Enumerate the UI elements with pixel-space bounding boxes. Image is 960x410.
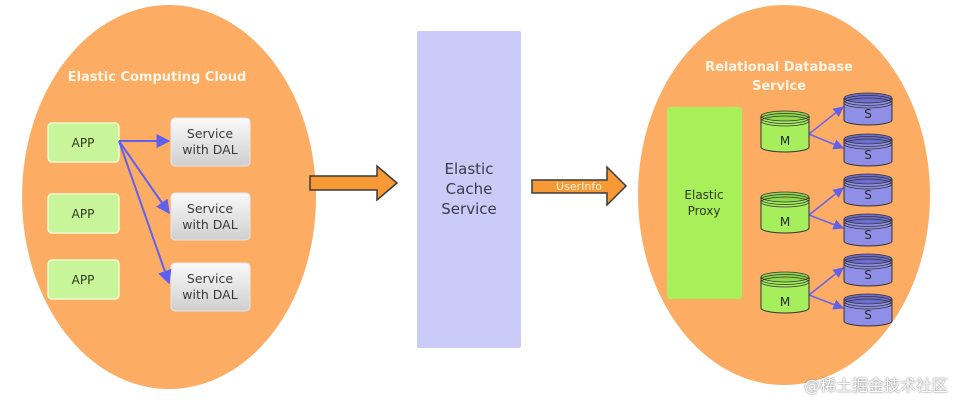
service-label-line1: Service [187,201,234,216]
master-to-slave-connector [808,187,844,216]
proxy-label-line2: Proxy [688,204,721,218]
master-to-slave-connector [808,133,844,150]
service-label-line1: Service [187,271,234,286]
slave-db-label: S [864,268,872,282]
slave-db[interactable]: S [843,213,893,247]
relational-database-group: Relational Database Service Elastic Prox… [638,5,930,385]
app-box[interactable]: APP [47,122,120,163]
block-arrow-to-cache [309,164,399,202]
master-db[interactable]: M [760,110,810,153]
service-label-line2: with DAL [182,287,237,302]
cache-label-line2: Cache [446,180,493,198]
slave-db[interactable]: S [843,92,893,126]
slave-db[interactable]: S [843,293,893,327]
compute-cloud-title: Elastic Computing Cloud [68,70,247,85]
app-to-service-connector [118,140,172,285]
master-to-slave-connector [808,214,844,230]
elastic-proxy[interactable]: Elastic Proxy [667,107,742,299]
rds-title-line1: Relational Database [705,60,853,75]
cache-label-line3: Service [441,200,496,218]
app-box[interactable]: APP [47,193,120,234]
app-label: APP [72,207,95,221]
slave-db-label: S [864,107,872,121]
userinfo-arrow: UserInfo [531,165,628,207]
slave-db[interactable]: S [843,173,893,207]
watermark: @稀土掘金技术社区 [803,376,948,395]
service-box[interactable]: Service with DAL [170,192,251,241]
master-to-slave-connector [808,267,844,296]
service-box[interactable]: Service with DAL [170,262,251,312]
app-box[interactable]: APP [47,259,120,300]
service-label-line2: with DAL [182,142,237,157]
master-to-slave-connector [808,294,844,310]
app-label: APP [72,273,95,287]
rds-title-line2: Service [752,79,806,94]
master-db-label: M [780,134,790,148]
elastic-computing-cloud-group: Elastic Computing Cloud APP APP APP Serv… [22,5,316,389]
master-db-label: M [780,215,790,229]
master-db[interactable]: M [760,191,810,234]
slave-db[interactable]: S [843,133,893,167]
service-label-line2: with DAL [182,217,237,232]
master-db[interactable]: M [760,271,810,314]
slave-db-label: S [864,148,872,162]
app-to-service-connector [118,140,170,215]
service-label-line1: Service [187,126,234,141]
slave-db-label: S [864,228,872,242]
slave-db-label: S [864,188,872,202]
slave-db-label: S [864,308,872,322]
master-db-label: M [780,295,790,309]
userinfo-label: UserInfo [556,180,602,193]
elastic-cache-service[interactable]: Elastic Cache Service [417,31,521,348]
app-label: APP [72,136,95,150]
cache-label-line1: Elastic [445,160,494,178]
service-box[interactable]: Service with DAL [170,117,251,167]
proxy-label-line1: Elastic [684,188,723,202]
slave-db[interactable]: S [843,253,893,287]
master-to-slave-connector [808,106,844,135]
